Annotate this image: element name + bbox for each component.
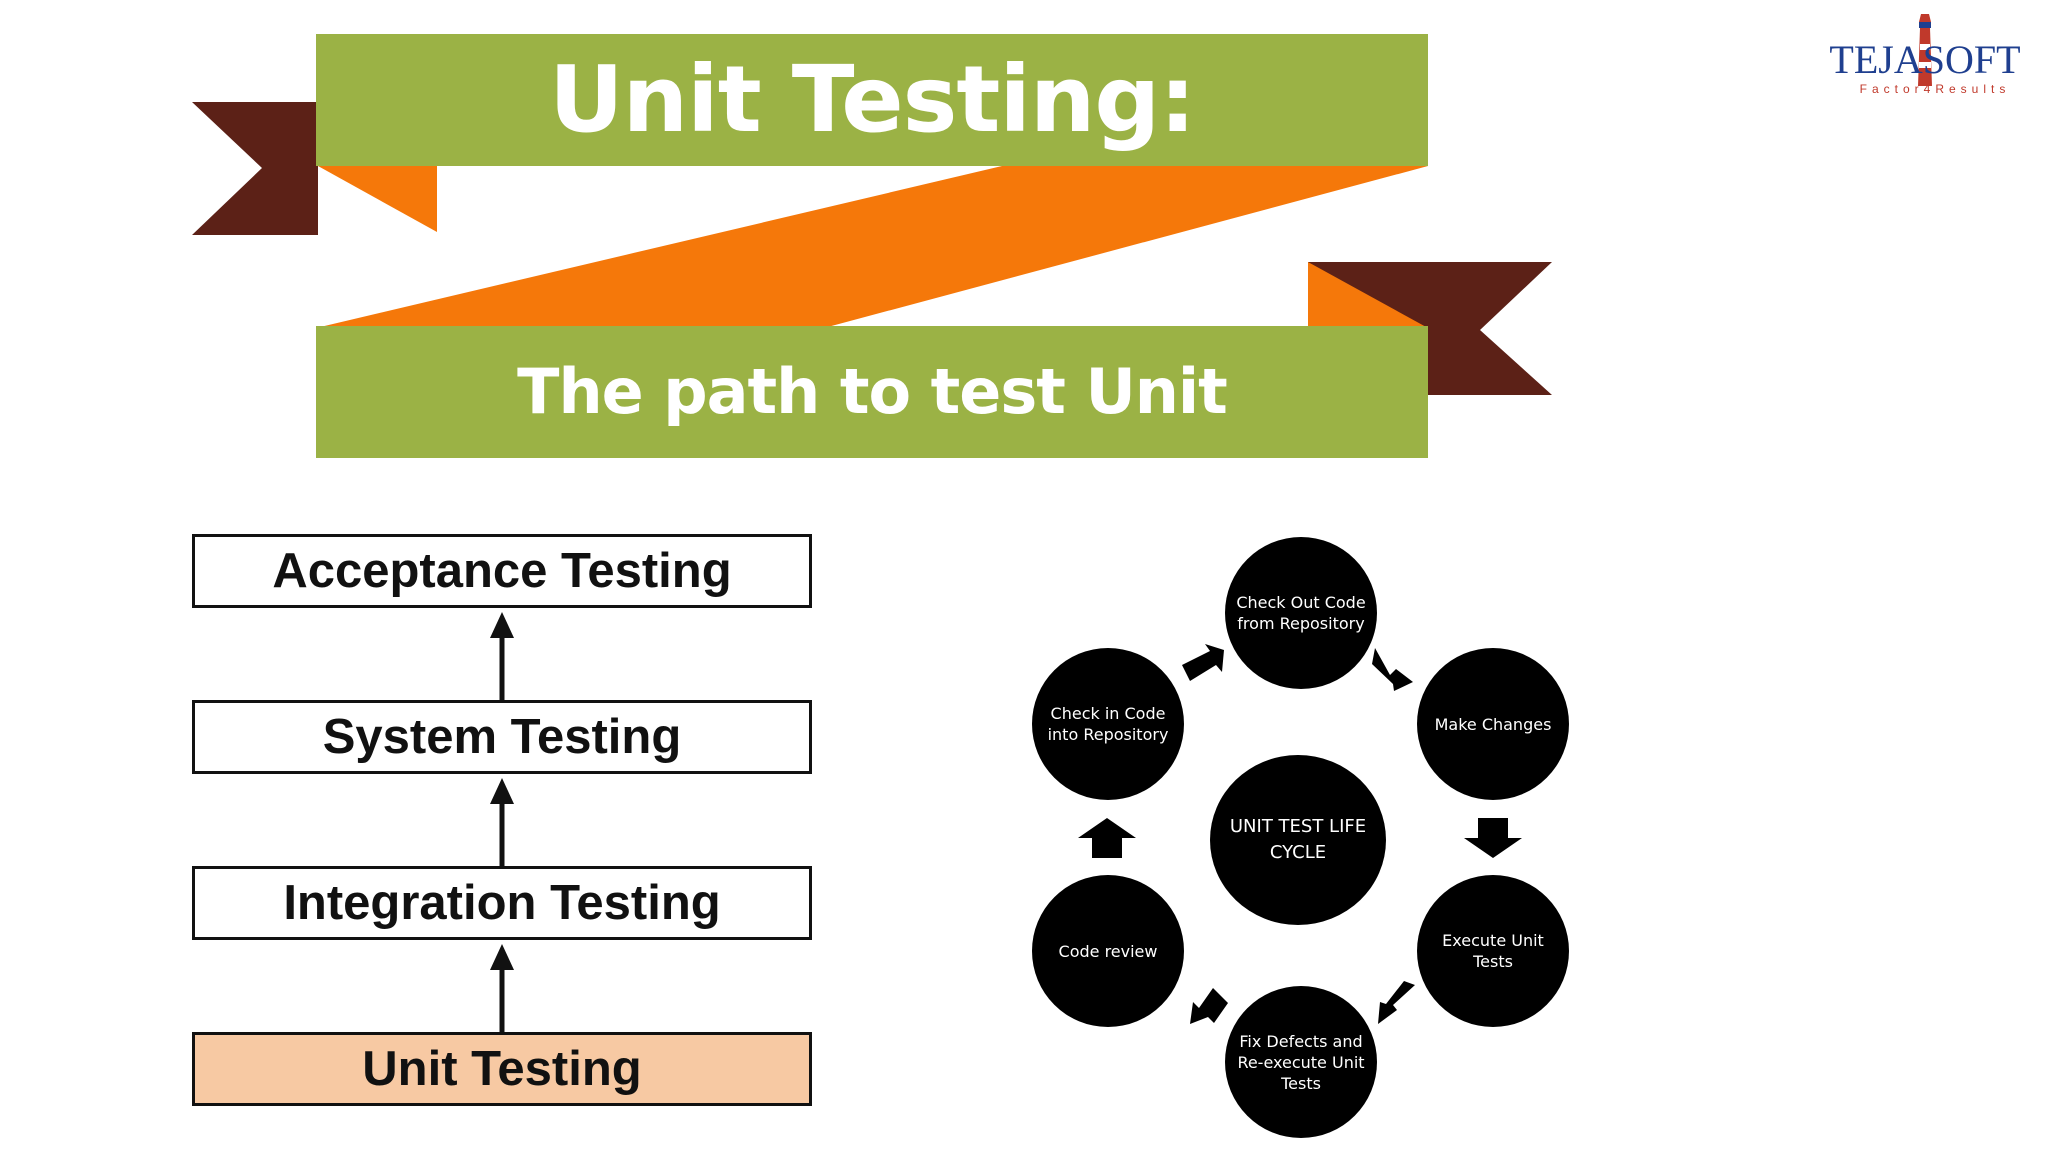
arrow-icon xyxy=(1182,644,1224,681)
company-logo: TEJASOFT Factor4Results xyxy=(1810,8,2040,98)
cycle-step-fix-defects: Fix Defects and Re-execute Unit Tests xyxy=(1225,986,1377,1138)
lighthouse-icon xyxy=(1918,14,1932,86)
level-acceptance-testing: Acceptance Testing xyxy=(192,534,812,608)
banner-subtitle: The path to test Unit xyxy=(517,355,1228,428)
banner-title: Unit Testing: xyxy=(548,46,1196,153)
level-integration-testing: Integration Testing xyxy=(192,866,812,940)
level-system-testing: System Testing xyxy=(192,700,812,774)
logo-name: TEJASOFT xyxy=(1829,37,2021,82)
cycle-step-make-changes: Make Changes xyxy=(1417,648,1569,800)
banner-left-fold xyxy=(318,166,437,232)
arrow-icon xyxy=(1464,818,1522,858)
cycle-step-check-out: Check Out Code from Repository xyxy=(1225,537,1377,689)
level-arrows xyxy=(490,612,514,1034)
banner-left-tail xyxy=(192,102,318,235)
cycle-arrows xyxy=(1078,644,1522,1024)
logo-tagline: Factor4Results xyxy=(1859,82,2011,96)
cycle-step-code-review: Code review xyxy=(1032,875,1184,1027)
arrow-icon xyxy=(1190,988,1228,1024)
level-unit-testing: Unit Testing xyxy=(192,1032,812,1106)
banner-right-fold xyxy=(1308,262,1428,328)
arrow-icon xyxy=(1078,818,1136,858)
banner-top-band xyxy=(316,34,1428,166)
arrow-icon xyxy=(1378,981,1415,1024)
cycle-center: UNIT TEST LIFE CYCLE xyxy=(1210,755,1386,925)
banner-bottom-band xyxy=(316,326,1428,458)
banner-diagonal xyxy=(316,166,1428,328)
cycle-step-execute-tests: Execute Unit Tests xyxy=(1417,875,1569,1027)
cycle-step-check-in: Check in Code into Repository xyxy=(1032,648,1184,800)
arrow-icon xyxy=(1372,648,1413,691)
